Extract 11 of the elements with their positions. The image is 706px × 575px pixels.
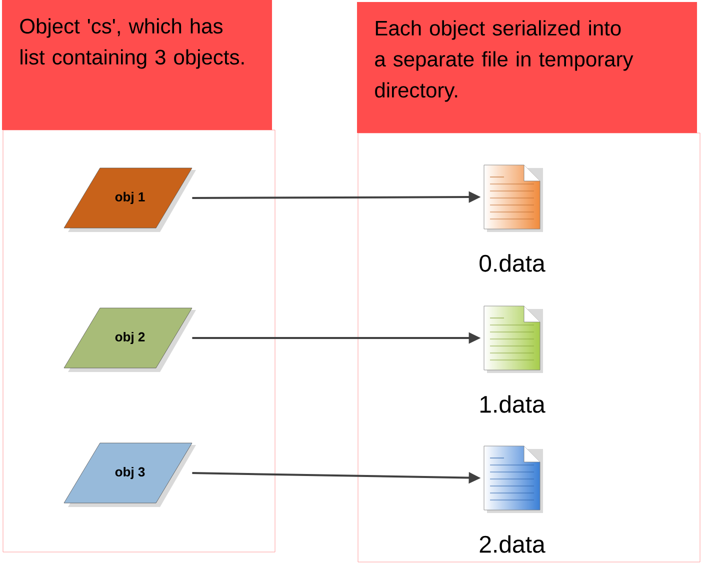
file-name: 0.data: [480, 254, 546, 272]
parallelogram: obj 3: [64, 442, 196, 507]
parallelogram: obj 2: [64, 308, 196, 372]
document-icon: [484, 306, 543, 373]
document-icon: [484, 164, 543, 232]
parallelogram: obj 1: [64, 168, 196, 232]
document-icon: [484, 446, 543, 513]
file-name: 2.data: [480, 535, 546, 553]
file-name: 1.data: [480, 395, 546, 413]
node-label: Each object serialized into a separate file in temporary directory.: [375, 20, 634, 102]
node-label: Object 'cs', which has list containing 3 objects.: [20, 18, 244, 69]
